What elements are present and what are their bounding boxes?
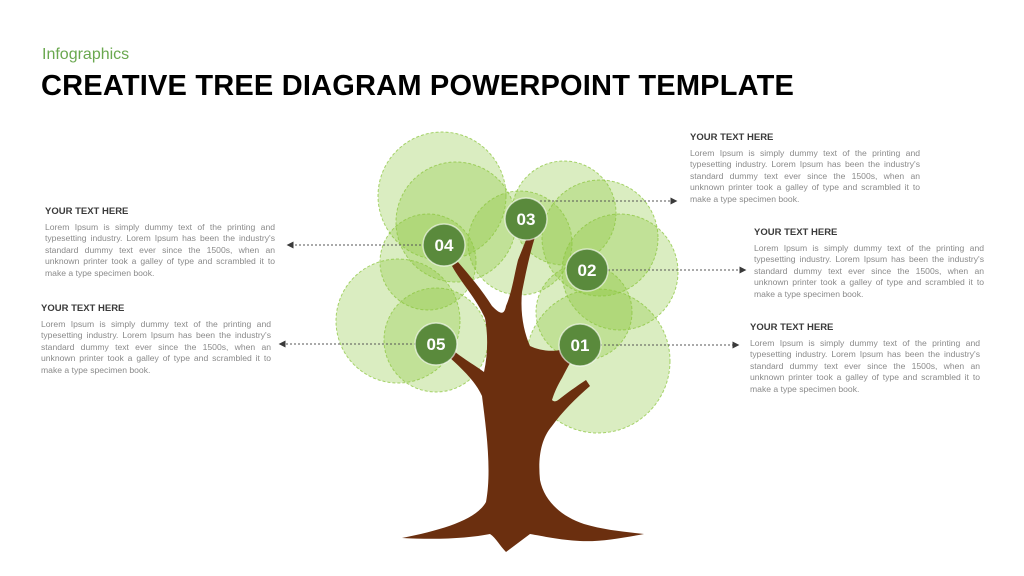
- text-block-05: YOUR TEXT HERE Lorem Ipsum is simply dum…: [41, 303, 271, 376]
- text-block-body: Lorem Ipsum is simply dummy text of the …: [45, 222, 275, 278]
- text-block-03: YOUR TEXT HERE Lorem Ipsum is simply dum…: [690, 132, 920, 205]
- text-block-body: Lorem Ipsum is simply dummy text of the …: [754, 243, 984, 299]
- text-block-body: Lorem Ipsum is simply dummy text of the …: [690, 148, 920, 204]
- slide-title: CREATIVE TREE DIAGRAM POWERPOINT TEMPLAT…: [41, 70, 795, 102]
- text-block-04: YOUR TEXT HERE Lorem Ipsum is simply dum…: [45, 206, 275, 279]
- node-02: 02: [565, 248, 609, 292]
- text-block-01: YOUR TEXT HERE Lorem Ipsum is simply dum…: [750, 322, 980, 395]
- text-block-heading: YOUR TEXT HERE: [41, 303, 125, 314]
- slide-subtitle: Infographics: [42, 46, 130, 63]
- node-01: 01: [558, 323, 602, 367]
- leaf-circle: [561, 213, 679, 331]
- text-block-heading: YOUR TEXT HERE: [45, 206, 129, 217]
- node-05-label: 05: [427, 335, 446, 354]
- leaf-circle: [511, 160, 617, 266]
- node-04-label: 04: [435, 236, 454, 255]
- text-block-body: Lorem Ipsum is simply dummy text of the …: [41, 319, 271, 375]
- tree-canopy: [335, 131, 679, 434]
- text-block-heading: YOUR TEXT HERE: [754, 227, 838, 238]
- tree-trunk: [402, 230, 644, 552]
- node-markers: 03 04 02 05 01: [414, 197, 609, 367]
- node-03: 03: [504, 197, 548, 241]
- text-block-body: Lorem Ipsum is simply dummy text of the …: [750, 338, 980, 394]
- connectors: [278, 197, 747, 349]
- node-04: 04: [422, 223, 466, 267]
- node-02-label: 02: [578, 261, 597, 280]
- text-block-heading: YOUR TEXT HERE: [750, 322, 834, 333]
- node-01-label: 01: [571, 336, 590, 355]
- text-block-02: YOUR TEXT HERE Lorem Ipsum is simply dum…: [754, 227, 984, 300]
- text-block-heading: YOUR TEXT HERE: [690, 132, 774, 143]
- node-03-label: 03: [517, 210, 536, 229]
- node-05: 05: [414, 322, 458, 366]
